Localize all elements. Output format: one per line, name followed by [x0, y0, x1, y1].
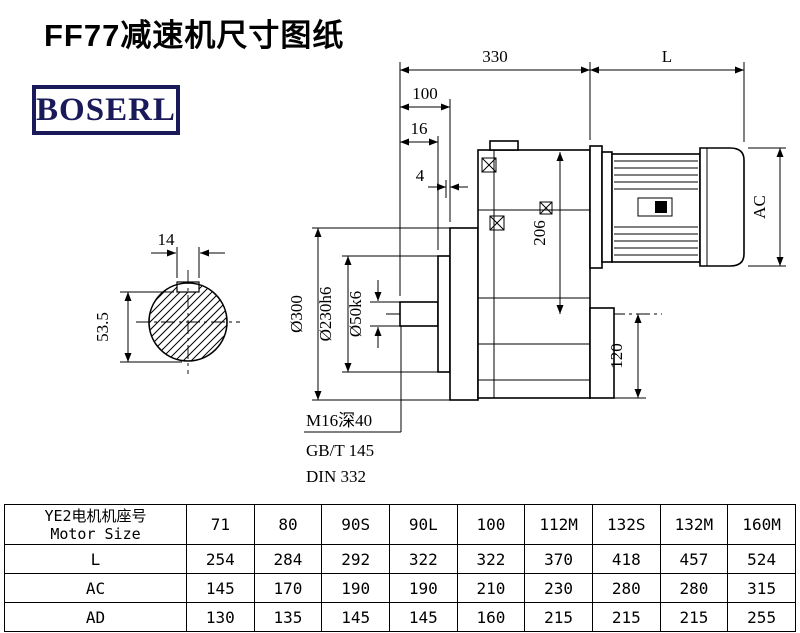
row-label: AD	[4, 602, 187, 632]
bolt-hole	[489, 215, 505, 231]
dim-AC: AC	[748, 147, 786, 267]
table-cell: 418	[591, 544, 661, 574]
table-cell: 190	[321, 573, 390, 603]
table-row-AC: AC 145 170 190 190 210 230 280 280 315	[4, 573, 796, 603]
table-cell: 280	[591, 573, 661, 603]
standard-din: DIN 332	[306, 467, 366, 486]
dim-16: 16	[400, 119, 438, 146]
table-cell: 370	[524, 544, 593, 574]
technical-drawing: 14 53.5	[93, 47, 786, 486]
table-cell: 457	[659, 544, 729, 574]
col-header: 80	[253, 504, 323, 545]
table-cell: 230	[524, 573, 593, 603]
dim-key-width: 14	[151, 230, 225, 278]
dim-label-330: 330	[482, 47, 508, 66]
table-cell: 170	[253, 573, 323, 603]
dim-label-key-depth: 53.5	[93, 312, 112, 342]
table-cell: 215	[591, 602, 661, 632]
mounting-flange	[437, 227, 479, 401]
motor	[589, 145, 745, 269]
dim-4: 4	[416, 166, 468, 191]
dim-label-120: 120	[607, 343, 626, 369]
extension-lines-top	[399, 62, 745, 296]
tap-note: M16深40	[306, 411, 372, 430]
table-row-L: L 254 284 292 322 322 370 418 457 524	[4, 544, 796, 574]
table-cell: 292	[321, 544, 390, 574]
dim-label-206: 206	[530, 220, 549, 246]
table-cell: 130	[186, 602, 255, 632]
dim-spigot-diameter: Ø230h6	[316, 255, 438, 373]
dim-label-key-width: 14	[158, 230, 176, 249]
row-label: L	[4, 544, 187, 574]
dim-330: 330	[400, 47, 590, 74]
table-cell: 145	[321, 602, 390, 632]
dim-L: L	[590, 47, 744, 74]
col-header: 100	[456, 504, 526, 545]
dim-label-AC: AC	[750, 195, 769, 219]
col-header: 90S	[321, 504, 390, 545]
boserl-logo-text: BOSERL	[36, 91, 176, 128]
standard-gb: GB/T 145	[306, 441, 374, 460]
table-cell: 315	[727, 573, 796, 603]
table-cell: 322	[388, 544, 458, 574]
motor-nameplate	[637, 197, 673, 217]
dim-label-flange-dia: Ø300	[287, 295, 306, 333]
dim-label-L: L	[662, 47, 672, 66]
col-header: 160M	[727, 504, 796, 545]
motor-detail	[655, 201, 667, 213]
col-header: 112M	[524, 504, 593, 545]
motor-cooling-fins	[614, 160, 698, 256]
table-cell: 145	[186, 573, 255, 603]
table-cell: 254	[186, 544, 255, 574]
dim-flange-diameter: Ø300	[287, 227, 450, 401]
table-cell: 215	[659, 602, 729, 632]
table-cell: 322	[456, 544, 526, 574]
bolt-hole	[481, 157, 497, 173]
table-cell: 160	[456, 602, 526, 632]
boserl-logo: BOSERL	[32, 85, 180, 135]
dim-label-shaft-dia: Ø50k6	[346, 291, 365, 337]
table-cell: 255	[727, 602, 796, 632]
table-cell: 135	[253, 602, 323, 632]
dim-206: 206	[530, 152, 564, 314]
col-header: 132S	[591, 504, 661, 545]
tap-hole-annotation: M16深40 GB/T 145 DIN 332	[304, 326, 402, 486]
fan-cowl	[699, 147, 745, 267]
dimension-table: YE2电机机座号 Motor Size 71 80 90S 90L 100 11…	[4, 504, 796, 632]
table-cell: 190	[388, 573, 458, 603]
dim-shaft-diameter: Ø50k6	[346, 280, 400, 348]
col-header: 71	[186, 504, 255, 545]
row-label: AC	[4, 573, 187, 603]
dim-label-4: 4	[416, 166, 425, 185]
dim-label-100: 100	[412, 84, 438, 103]
table-cell: 145	[388, 602, 458, 632]
col-header: 90L	[388, 504, 458, 545]
dim-label-16: 16	[411, 119, 428, 138]
bolt-hole	[539, 201, 553, 215]
motor-size-label-cn: YE2电机机座号	[44, 506, 147, 525]
dim-label-spigot-dia: Ø230h6	[316, 287, 335, 342]
page-title: FF77减速机尺寸图纸	[44, 18, 345, 53]
table-cell: 524	[727, 544, 796, 574]
motor-size-label-en: Motor Size	[50, 524, 141, 543]
table-header-row: YE2电机机座号 Motor Size 71 80 90S 90L 100 11…	[4, 504, 796, 545]
table-cell: 215	[524, 602, 593, 632]
table-cell: 284	[253, 544, 323, 574]
motor-size-header: YE2电机机座号 Motor Size	[4, 504, 187, 545]
dim-120: 120	[607, 314, 646, 399]
dim-key-depth: 53.5	[93, 291, 182, 363]
table-row-AD: AD 130 135 145 145 160 215 215 215 255	[4, 602, 796, 632]
gear-housing	[477, 140, 615, 399]
col-header: 132M	[659, 504, 729, 545]
table-cell: 210	[456, 573, 526, 603]
dim-100: 100	[400, 84, 450, 111]
table-cell: 280	[659, 573, 729, 603]
